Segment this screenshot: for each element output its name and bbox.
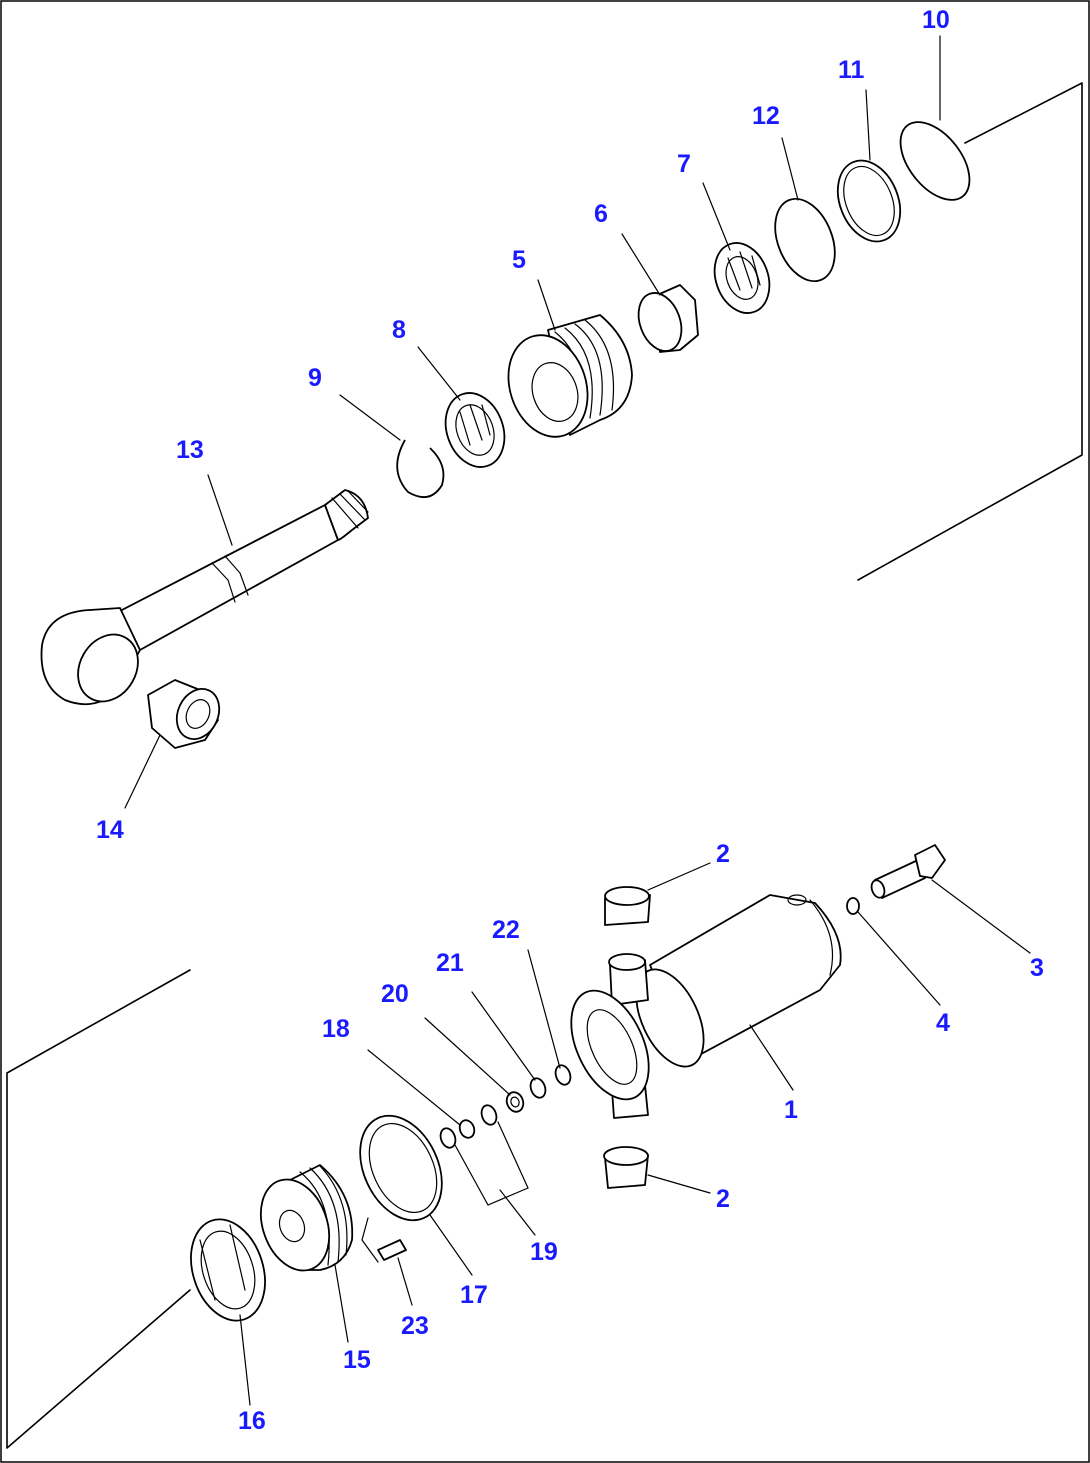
label-12: 12	[752, 102, 780, 130]
label-23: 23	[401, 1312, 429, 1340]
part-17-wear-ring	[359, 1114, 443, 1222]
label-7: 7	[677, 150, 691, 178]
label-22: 22	[492, 916, 520, 944]
axis-lines	[6, 82, 1083, 1449]
part-19-ring-set	[439, 1104, 529, 1206]
label-1: 1	[784, 1096, 798, 1124]
label-15: 15	[343, 1346, 371, 1374]
part-4-small-ring	[846, 897, 860, 915]
label-17: 17	[460, 1281, 488, 1309]
part-5-cylinder-head	[507, 314, 633, 438]
label-6: 6	[594, 200, 608, 228]
label-2-upper: 2	[716, 840, 730, 868]
part-15-piston	[260, 1164, 354, 1272]
part-10-o-ring	[899, 121, 971, 201]
label-13: 13	[176, 436, 204, 464]
label-11: 11	[838, 56, 865, 84]
leader-lines	[124, 35, 1031, 1406]
part-11-ring	[836, 159, 902, 243]
label-2-lower: 2	[716, 1185, 730, 1213]
label-4: 4	[936, 1009, 950, 1037]
label-10: 10	[922, 6, 950, 34]
label-21: 21	[436, 949, 464, 977]
label-19: 19	[530, 1238, 558, 1266]
part-21-ring	[529, 1077, 547, 1099]
label-3: 3	[1030, 954, 1044, 982]
part-14-bushing	[147, 679, 221, 749]
part-3-grease-fitting	[870, 844, 946, 899]
label-5: 5	[512, 246, 526, 274]
part-18-ring	[458, 1119, 476, 1139]
label-9: 9	[308, 364, 322, 392]
part-12-ring	[774, 197, 836, 283]
part-7-bearing	[713, 242, 771, 314]
label-18: 18	[322, 1015, 350, 1043]
label-16: 16	[238, 1407, 266, 1435]
part-labels: 10 11 12 7 6 5 8 9 13 14 2 3 4 1 2 22 21…	[96, 6, 1044, 1435]
part-20-ring	[505, 1091, 525, 1113]
label-14: 14	[96, 816, 124, 844]
part-1-cylinder-tube	[570, 894, 842, 1119]
label-8: 8	[392, 316, 406, 344]
label-20: 20	[381, 980, 409, 1008]
part-13-piston-rod	[40, 489, 369, 706]
part-2-bushing-lower	[603, 1146, 649, 1189]
part-23-set-screw	[361, 1217, 407, 1263]
part-16-nut	[190, 1218, 266, 1322]
part-9-snap-ring	[396, 439, 445, 499]
part-6-bushing	[637, 284, 699, 353]
part-22-ring	[554, 1064, 572, 1086]
part-8-bearing	[444, 392, 506, 468]
part-2-bushing-upper	[604, 886, 651, 926]
